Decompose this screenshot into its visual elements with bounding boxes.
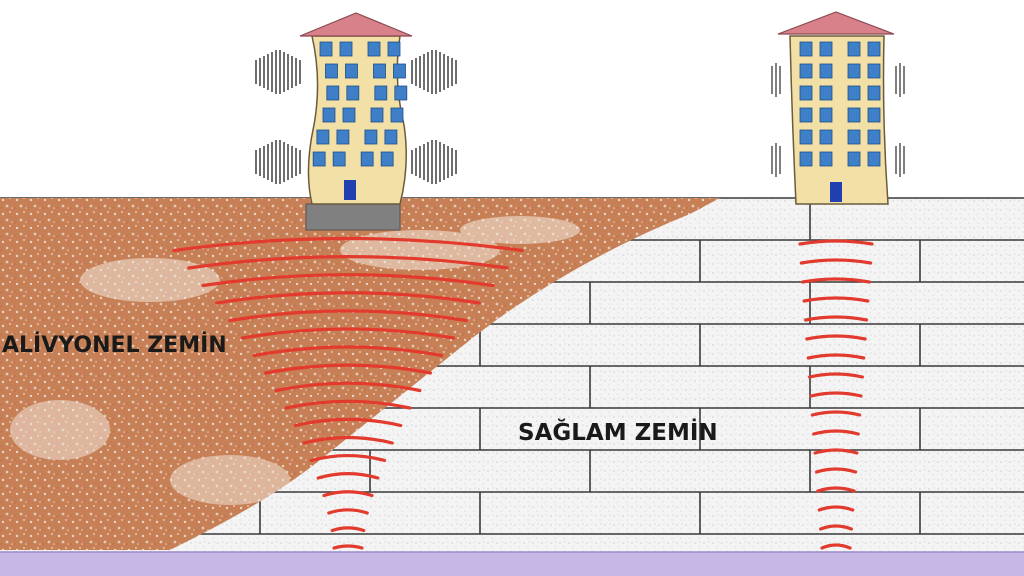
wave-arc [322,490,374,498]
wave-arc [284,399,412,410]
wave-arc [215,291,481,305]
wave-arc [252,345,444,358]
wave-arc [803,315,869,322]
wave-arc [809,391,863,398]
bedrock-label: SAĞLAM ZEMİN [518,418,718,446]
wave-arc [814,467,858,474]
wave-arc [808,372,864,379]
wave-arc [316,472,380,480]
wave-arc [332,544,364,550]
wave-arc [187,254,509,270]
wave-arc [813,448,859,455]
seismic-wave-icon [798,239,874,550]
wave-arc [801,277,871,284]
wave-arc [309,454,387,463]
stable-building-icon [771,11,905,205]
wave-arc [228,309,468,323]
wave-arc [330,526,366,533]
alluvial-label: ALİVYONEL ZEMİN [2,332,227,358]
wave-arc [302,435,394,445]
wave-arc [240,327,456,340]
wave-arc [201,273,495,288]
wave-arc [812,429,860,436]
wave-arc [799,258,873,265]
wave-arc [817,505,855,512]
wave-arc [802,296,870,303]
wave-arc [805,334,867,341]
wave-arc [820,543,852,550]
seismic-wave-icon [172,236,524,550]
wave-arc [806,353,866,360]
basement-layer [0,551,1024,576]
wave-arc [263,363,433,375]
wave-arc [798,239,874,246]
alluvial-soil-layer [0,198,720,550]
swaying-building-icon [255,12,457,231]
wave-arc [810,410,862,417]
wave-arc [274,381,422,393]
wave-arc [172,236,524,253]
wave-arc [293,417,403,428]
wave-arc [327,508,369,515]
wave-arc [816,486,856,493]
wave-arc [819,524,853,531]
